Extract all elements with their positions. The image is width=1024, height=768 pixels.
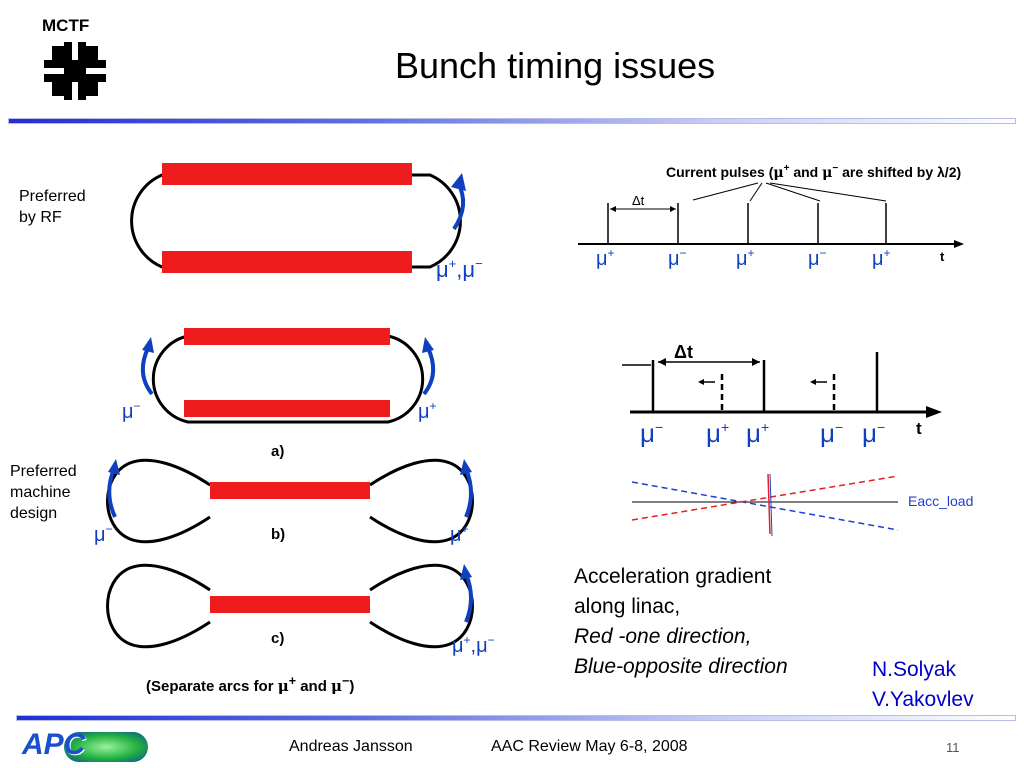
label-c: c) bbox=[271, 630, 285, 647]
svg-text:μ+: μ+ bbox=[596, 246, 615, 270]
svg-text:μ+: μ+ bbox=[736, 246, 755, 270]
svg-text:μ−: μ− bbox=[122, 399, 141, 423]
footer-divider bbox=[16, 715, 1016, 721]
separate-arcs-caption: (Separate arcs for μ+ and μ−) bbox=[146, 674, 355, 695]
ring-path bbox=[130, 173, 462, 269]
svg-text:Δt: Δt bbox=[674, 342, 693, 362]
direction-arrow-icon bbox=[140, 347, 154, 396]
apc-logo-icon: APC bbox=[20, 728, 150, 764]
svg-text:Eacc_load: Eacc_load bbox=[908, 493, 973, 509]
linac-magnet-top bbox=[184, 328, 390, 345]
svg-text:t: t bbox=[916, 419, 922, 438]
svg-text:μ+: μ+ bbox=[746, 418, 769, 448]
footer-event: AAC Review May 6-8, 2008 bbox=[491, 738, 688, 755]
label-a: a) bbox=[271, 443, 285, 460]
svg-text:μ−: μ− bbox=[820, 418, 843, 448]
linac-magnet bbox=[210, 482, 370, 499]
description: Acceleration gradient along linac, Red -… bbox=[574, 565, 788, 678]
direction-arrow-icon bbox=[464, 573, 473, 623]
linac-magnet-top bbox=[162, 163, 412, 185]
svg-text:μ+: μ+ bbox=[418, 399, 437, 423]
page-number: 11 bbox=[946, 740, 960, 755]
direction-arrow-icon bbox=[422, 347, 436, 396]
svg-text:μ−: μ− bbox=[94, 522, 113, 546]
current-pulses-diagram: Current pulses (μ+ and μ− are shifted by… bbox=[578, 163, 964, 270]
svg-text:μ+: μ+ bbox=[706, 418, 729, 448]
pulses-title: Current pulses (μ+ and μ− are shifted by… bbox=[666, 163, 961, 181]
svg-text:μ−: μ− bbox=[808, 246, 827, 270]
footer-presenter: Andreas Jansson bbox=[289, 738, 413, 755]
svg-text:μ+: μ+ bbox=[872, 246, 891, 270]
svg-text:μ−: μ− bbox=[640, 418, 663, 448]
rf-ring-diagram: μ+,μ− bbox=[130, 163, 483, 282]
direction-arrow-icon bbox=[464, 468, 473, 518]
svg-text:Δt: Δt bbox=[632, 193, 645, 208]
linac-magnet-bottom bbox=[184, 400, 390, 417]
linac-magnet bbox=[210, 596, 370, 613]
ring-c-diagram: μ+,μ− bbox=[106, 563, 495, 656]
svg-text:μ−: μ− bbox=[862, 418, 885, 448]
svg-text:t: t bbox=[940, 249, 945, 264]
svg-text:μ+: μ+ bbox=[450, 522, 469, 546]
gradient-plot: Eacc_load bbox=[631, 473, 973, 537]
mu-label: μ+,μ− bbox=[436, 256, 483, 282]
svg-text:μ−: μ− bbox=[668, 246, 687, 270]
shifted-pulses-diagram: Δt t μ− μ+ μ+ μ− μ− bbox=[622, 342, 942, 448]
authors: N.Solyak V.Yakovlev bbox=[872, 658, 974, 711]
header-divider bbox=[8, 118, 1016, 124]
linac-magnet-bottom bbox=[162, 251, 412, 273]
label-b: b) bbox=[271, 526, 286, 543]
ring-a-diagram: μ− μ+ bbox=[122, 328, 437, 424]
red-gradient-line bbox=[631, 475, 899, 521]
fermilab-logo-icon bbox=[44, 42, 106, 100]
ring-b-diagram: μ− μ+ bbox=[94, 458, 474, 546]
logo-text: MCTF bbox=[42, 16, 90, 35]
blue-gradient-line bbox=[631, 481, 899, 531]
page-title: Bunch timing issues bbox=[395, 45, 716, 86]
svg-text:μ+,μ−: μ+,μ− bbox=[452, 633, 495, 656]
